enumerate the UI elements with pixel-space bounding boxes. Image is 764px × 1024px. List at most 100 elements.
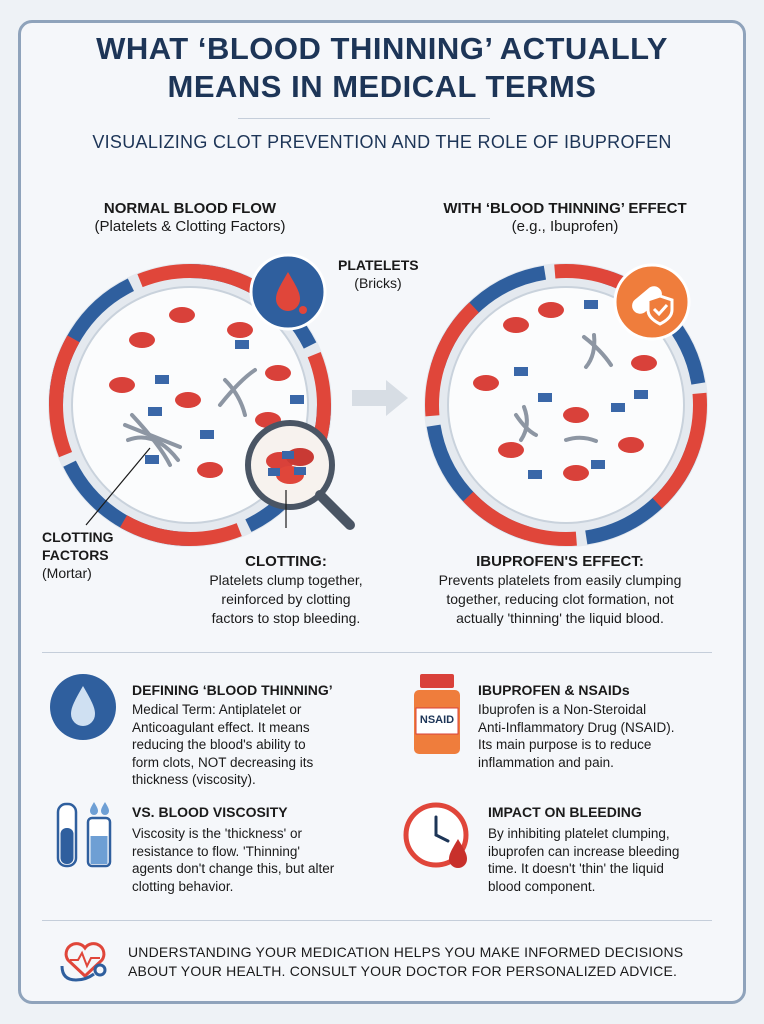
footer-line-2: ABOUT YOUR HEALTH. CONSULT YOUR DOCTOR F… (128, 963, 678, 979)
platelets-label: PLATELETS (Bricks) (338, 256, 419, 292)
factors-label-line1: CLOTTING (42, 529, 114, 545)
body-line: Its main purpose is to reduce (478, 737, 652, 752)
droplet-icon (90, 802, 98, 815)
body-line: blood component. (488, 878, 596, 894)
platelets-label-title: PLATELETS (338, 257, 419, 273)
water-drop-icon (50, 674, 116, 740)
factors-pointer (85, 447, 151, 526)
rbc (175, 392, 201, 408)
body-line: clotting behavior. (132, 878, 234, 894)
red-blood-cells (473, 302, 657, 481)
body-line: form clots, NOT decreasing its (132, 754, 314, 770)
pulse-line (70, 950, 100, 969)
bleeding-title: IMPACT ON BLEEDING (488, 804, 642, 820)
body-line: Anticoagulant effect. It means (132, 719, 310, 735)
transition-arrow-icon (352, 380, 408, 416)
clotting-factor-strands (123, 368, 257, 467)
flow-ring-red (49, 264, 331, 546)
viscosity-title: VS. BLOOD VISCOSITY (132, 804, 288, 820)
rbc (109, 377, 135, 393)
heart-icon (64, 942, 106, 979)
platelet (200, 430, 214, 439)
ibuprofen-effect-caption: IBUPROFEN'S EFFECT: Prevents platelets f… (410, 552, 710, 628)
shield-icon (646, 294, 674, 326)
magnifier-icon (245, 420, 355, 530)
bottle-label (415, 707, 459, 735)
rbc (197, 462, 223, 478)
defining-title: DEFINING ‘BLOOD THINNING’ (132, 682, 333, 698)
platelet (145, 455, 159, 464)
right-heading-text: WITH ‘BLOOD THINNING’ EFFECT (443, 200, 687, 217)
footer-note: UNDERSTANDING YOUR MEDICATION HELPS YOU … (128, 943, 718, 981)
check-icon (652, 304, 669, 317)
rbc (227, 322, 253, 338)
body-line: resistance to flow. 'Thinning' (132, 843, 300, 859)
pill-shield-badge (613, 263, 691, 341)
caption-line: Prevents platelets from easily clumping (438, 572, 682, 588)
footer-divider (42, 920, 712, 921)
page-title: WHAT ‘BLOOD THINNING’ ACTUALLY MEANS IN … (0, 30, 764, 106)
left-subheading-text: (Platelets & Clotting Factors) (94, 218, 286, 235)
clotting-caption: CLOTTING: Platelets clump together, rein… (166, 552, 406, 628)
footer-line-1: UNDERSTANDING YOUR MEDICATION HELPS YOU … (128, 944, 684, 960)
timer-drop-icon (403, 802, 469, 868)
body-line: Medical Term: Antiplatelet or (132, 702, 302, 717)
caption-line: Platelets clump together, (209, 572, 363, 588)
body-line: thickness (viscosity). (132, 772, 256, 787)
rbc (265, 365, 291, 381)
body-line: Anti-Inflammatory Drug (NSAID). (478, 719, 675, 735)
flow-ring-red (425, 264, 707, 546)
stethoscope-tube (60, 965, 95, 982)
title-line-2: MEANS IN MEDICAL TERMS (167, 69, 597, 104)
caption-line: actually 'thinning' the liquid blood. (456, 610, 664, 626)
blood-drop-badge (249, 253, 327, 331)
drop-shape (71, 686, 95, 726)
medicine-bottle-icon (414, 674, 460, 754)
strand (223, 378, 247, 417)
strand (218, 368, 257, 407)
magnifier-handle (315, 490, 355, 530)
tube-right-fill (90, 836, 108, 864)
loose-strands (514, 333, 613, 443)
rbc (129, 332, 155, 348)
nsaids-body: Ibuprofen is a Non-Steroidal Anti-Inflam… (478, 701, 718, 771)
blood-drop-icon (276, 272, 300, 311)
left-panel-heading: NORMAL BLOOD FLOW (Platelets & Clotting … (70, 200, 310, 236)
rbc (169, 307, 195, 323)
section-divider (42, 652, 712, 653)
title-divider (238, 118, 490, 119)
clot-platelets (268, 451, 306, 476)
body-line: reducing the blood's ability to (132, 737, 306, 752)
droplet-icon (101, 802, 109, 815)
blood-drop-icon (449, 839, 467, 868)
scattered-platelets (514, 300, 648, 479)
clotting-caption-title: CLOTTING: (245, 553, 327, 570)
subtitle: VISUALIZING CLOT PREVENTION AND THE ROLE… (92, 132, 672, 152)
factors-label-sub: (Mortar) (42, 565, 92, 581)
viscosity-body: Viscosity is the 'thickness' or resistan… (132, 825, 392, 895)
nsaids-title: IBUPROFEN & NSAIDs (478, 682, 630, 698)
test-tubes-icon (56, 802, 112, 868)
strand (130, 413, 172, 467)
tube-left-fill (60, 828, 74, 864)
body-line: time. It doesn't 'thin' the liquid (488, 861, 664, 876)
right-panel-heading: WITH ‘BLOOD THINNING’ EFFECT (e.g., Ibup… (420, 200, 710, 236)
small-drop (299, 306, 307, 314)
body-line: inflammation and pain. (478, 754, 614, 770)
bottle-cap (420, 674, 454, 688)
stethoscope-chest-piece (93, 963, 107, 977)
platelet (155, 375, 169, 384)
platelet (235, 340, 249, 349)
clotting-factors-label: CLOTTING FACTORS (Mortar) (42, 528, 114, 582)
body-line: ibuprofen can increase bleeding (488, 843, 680, 859)
right-subheading-text: (e.g., Ibuprofen) (511, 218, 619, 235)
caption-line: factors to stop bleeding. (211, 610, 361, 626)
factors-label-line2: FACTORS (42, 547, 109, 563)
heart-stethoscope-icon (60, 942, 107, 982)
body-line: Ibuprofen is a Non-Steroidal (478, 702, 647, 717)
caption-line: reinforced by clotting (221, 591, 351, 607)
bottle-label-text: NSAID (419, 714, 455, 726)
platelet (290, 395, 304, 404)
platelet (148, 407, 162, 416)
